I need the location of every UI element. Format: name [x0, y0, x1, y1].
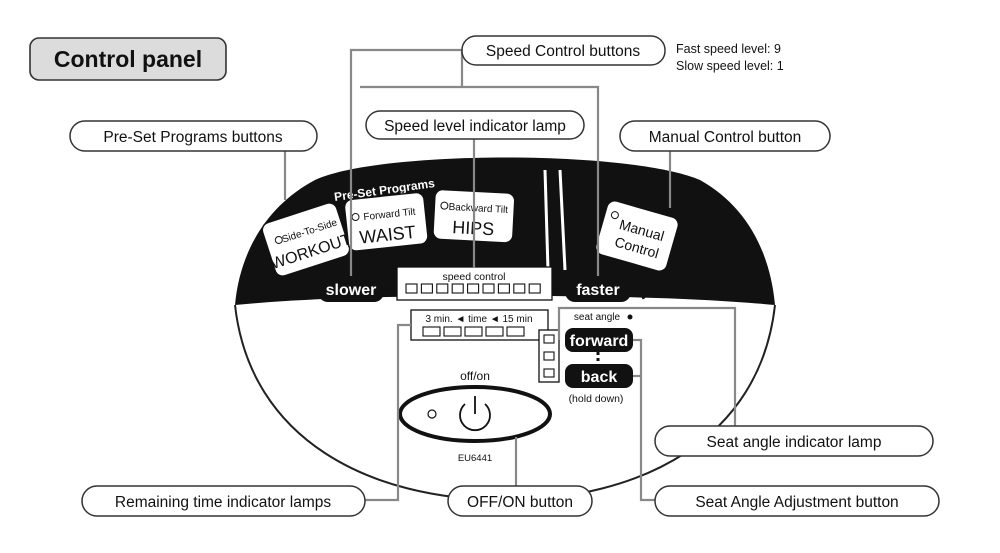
forward-button[interactable]: forward — [565, 328, 633, 352]
speed-lamp — [482, 283, 495, 294]
speed-lamp — [497, 283, 510, 294]
speed-lamp — [467, 283, 480, 294]
back-label: back — [581, 369, 618, 386]
page-title: Control panel — [54, 46, 202, 72]
callout-speed-lamp-text: Speed level indicator lamp — [384, 118, 566, 135]
hips-indicator-lamp — [440, 201, 449, 210]
callout-manual-control: Manual Control button — [619, 120, 831, 152]
seat-angle-lamps — [538, 329, 560, 383]
speed-lamp — [451, 283, 464, 294]
seat-angle-label: seat angle — [574, 312, 621, 323]
manual-indicator-lamp — [610, 211, 619, 220]
callout-manual-control-text: Manual Control button — [649, 129, 802, 146]
title-box: Control panel — [29, 37, 227, 81]
callout-seat-angle-adjust: Seat Angle Adjustment button — [654, 485, 940, 517]
band-separator — [558, 169, 567, 271]
speed-lamp — [513, 283, 526, 294]
hips-sub-label: Backward Tilt — [448, 202, 508, 216]
time-lamp — [485, 326, 504, 337]
faster-button[interactable]: faster — [565, 276, 631, 302]
power-icon — [459, 403, 491, 431]
speed-control-label: speed control — [442, 271, 505, 283]
back-button[interactable]: back — [565, 364, 633, 388]
model-number: EU6441 — [458, 453, 492, 464]
workout-button[interactable]: Side-To-Side WORKOUT — [259, 200, 356, 279]
workout-indicator-lamp — [274, 235, 283, 244]
time-lamp — [506, 326, 525, 337]
speed-lamps — [405, 283, 541, 294]
slower-button[interactable]: slower — [318, 276, 384, 302]
time-lamp — [443, 326, 462, 337]
time-lamps — [422, 326, 525, 337]
slow-speed-note: Slow speed level: 1 — [676, 59, 784, 73]
faster-label: faster — [576, 282, 620, 299]
band-separator — [543, 169, 550, 271]
slower-label: slower — [326, 282, 377, 299]
speed-lamp — [420, 283, 433, 294]
off-on-label: off/on — [460, 369, 490, 383]
callout-off-on: OFF/ON button — [447, 485, 593, 517]
speed-lamp — [436, 283, 449, 294]
callout-seat-angle-lamp-text: Seat angle indicator lamp — [707, 434, 882, 451]
callout-preset-programs-text: Pre-Set Programs buttons — [103, 129, 282, 146]
hold-down-label: (hold down) — [569, 393, 624, 405]
callout-speed-lamp: Speed level indicator lamp — [365, 110, 585, 140]
power-button[interactable] — [398, 385, 552, 443]
time-label: 3 min. ◄ time ◄ 15 min — [425, 314, 532, 325]
manual-control-button[interactable]: Manual Control — [594, 199, 681, 273]
callout-seat-angle-adjust-text: Seat Angle Adjustment button — [695, 494, 898, 511]
callout-preset-programs: Pre-Set Programs buttons — [69, 120, 318, 152]
callout-remaining-time-text: Remaining time indicator lamps — [115, 494, 331, 511]
callout-off-on-text: OFF/ON button — [467, 494, 573, 511]
fast-speed-note: Fast speed level: 9 — [676, 42, 781, 56]
dotted-connector — [630, 277, 648, 303]
time-lamp — [422, 326, 441, 337]
forward-label: forward — [570, 333, 629, 350]
time-lamp — [464, 326, 483, 337]
seat-angle-dot — [627, 314, 633, 320]
callout-seat-angle-lamp: Seat angle indicator lamp — [654, 425, 934, 457]
callout-speed-control: Speed Control buttons — [461, 35, 666, 66]
callout-speed-control-text: Speed Control buttons — [486, 43, 640, 60]
leader-lines — [283, 48, 737, 502]
speed-lamp — [405, 283, 418, 294]
remaining-time-indicator: 3 min. ◄ time ◄ 15 min — [410, 309, 549, 341]
speed-lamp — [528, 283, 541, 294]
callout-remaining-time: Remaining time indicator lamps — [81, 485, 366, 517]
speed-level-indicator: speed control — [396, 266, 553, 301]
waist-button[interactable]: Forward Tilt WAIST — [343, 191, 429, 252]
power-indicator-lamp — [427, 409, 437, 419]
waist-sub-label: Forward Tilt — [363, 207, 416, 223]
